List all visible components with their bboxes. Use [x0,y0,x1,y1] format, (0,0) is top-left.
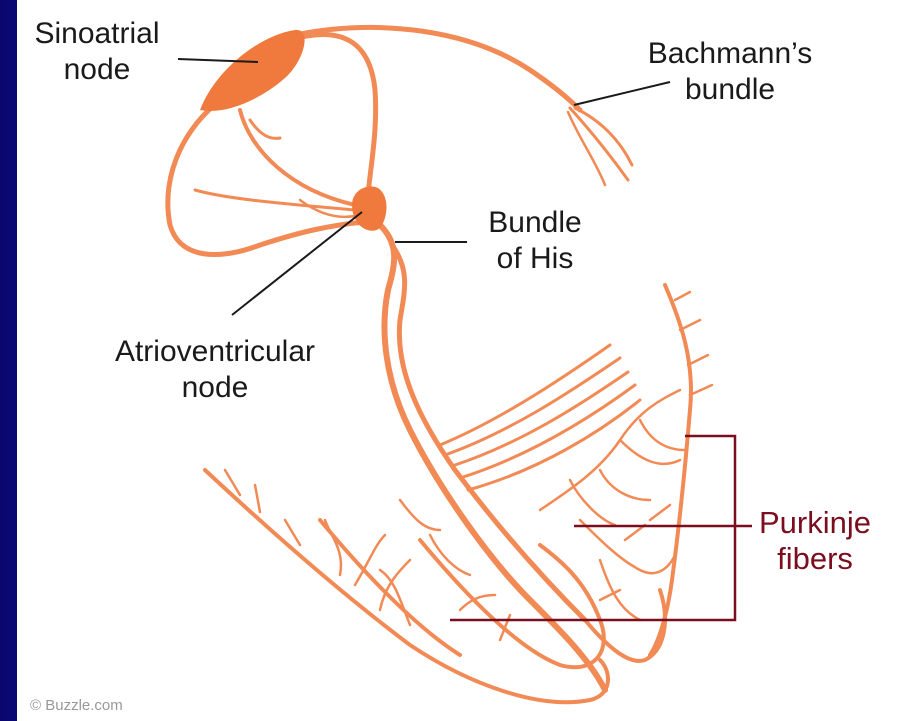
purkinje-network [580,520,675,573]
sinoatrial-label: Sinoatrial node [22,16,172,88]
purkinje-label: Purkinje fibers [745,505,885,577]
purkinje-network [620,440,680,464]
purkinje-network [570,480,615,525]
bachmann-label-line1: Bachmann’s [640,36,820,72]
bachmanns-bundle-fiber [295,28,580,110]
right-wall-branch [680,320,700,330]
left-wall-branch [400,500,440,530]
purkinje-label-line1: Purkinje [745,505,885,541]
left-wall-branch [325,520,341,575]
purkinje-network [640,420,685,450]
atrioventricular-label-line1: Atrioventricular [85,334,345,370]
internodal-tract [168,90,365,255]
av-leader [232,212,362,315]
right-wall-branch [688,355,708,365]
left-wall-branch [285,520,300,545]
right-wall-branch [675,292,690,300]
sinoatrial-node [200,30,305,111]
internodal-tract [250,120,280,138]
bundle-of-his-label-line2: of His [465,241,605,277]
purkinje-network [600,470,650,500]
parallel-fiber [440,345,610,445]
purkinje-network [650,505,670,520]
parallel-fiber [452,372,628,466]
copyright-notice: © Buzzle.com [30,697,123,714]
left-wall-branch [255,485,260,512]
sinoatrial-label-line1: Sinoatrial [22,16,172,52]
internodal-tract [290,34,376,195]
atrioventricular-label-line2: node [85,370,345,406]
parallel-fiber [468,400,640,490]
bachmann-branch [575,108,632,165]
right-wall-branch [690,385,712,395]
internodal-tract [240,110,355,205]
bachmann-label: Bachmann’s bundle [640,36,820,108]
bachmann-label-line2: bundle [640,72,820,108]
bundle-of-his-label: Bundle of His [465,205,605,277]
right-bundle-branch [392,245,585,620]
purkinje-bracket [450,436,735,620]
outer-ventricle-fiber [320,520,460,655]
bundle-of-his-label-line1: Bundle [465,205,605,241]
right-wall-fiber [650,285,691,655]
parallel-fiber [445,358,620,455]
atrioventricular-label: Atrioventricular node [85,334,345,406]
parallel-fiber [460,385,635,478]
sinoatrial-label-line2: node [22,52,172,88]
purkinje-network [540,390,680,510]
left-wall-branch [430,535,470,575]
purkinje-label-line2: fibers [745,541,885,577]
